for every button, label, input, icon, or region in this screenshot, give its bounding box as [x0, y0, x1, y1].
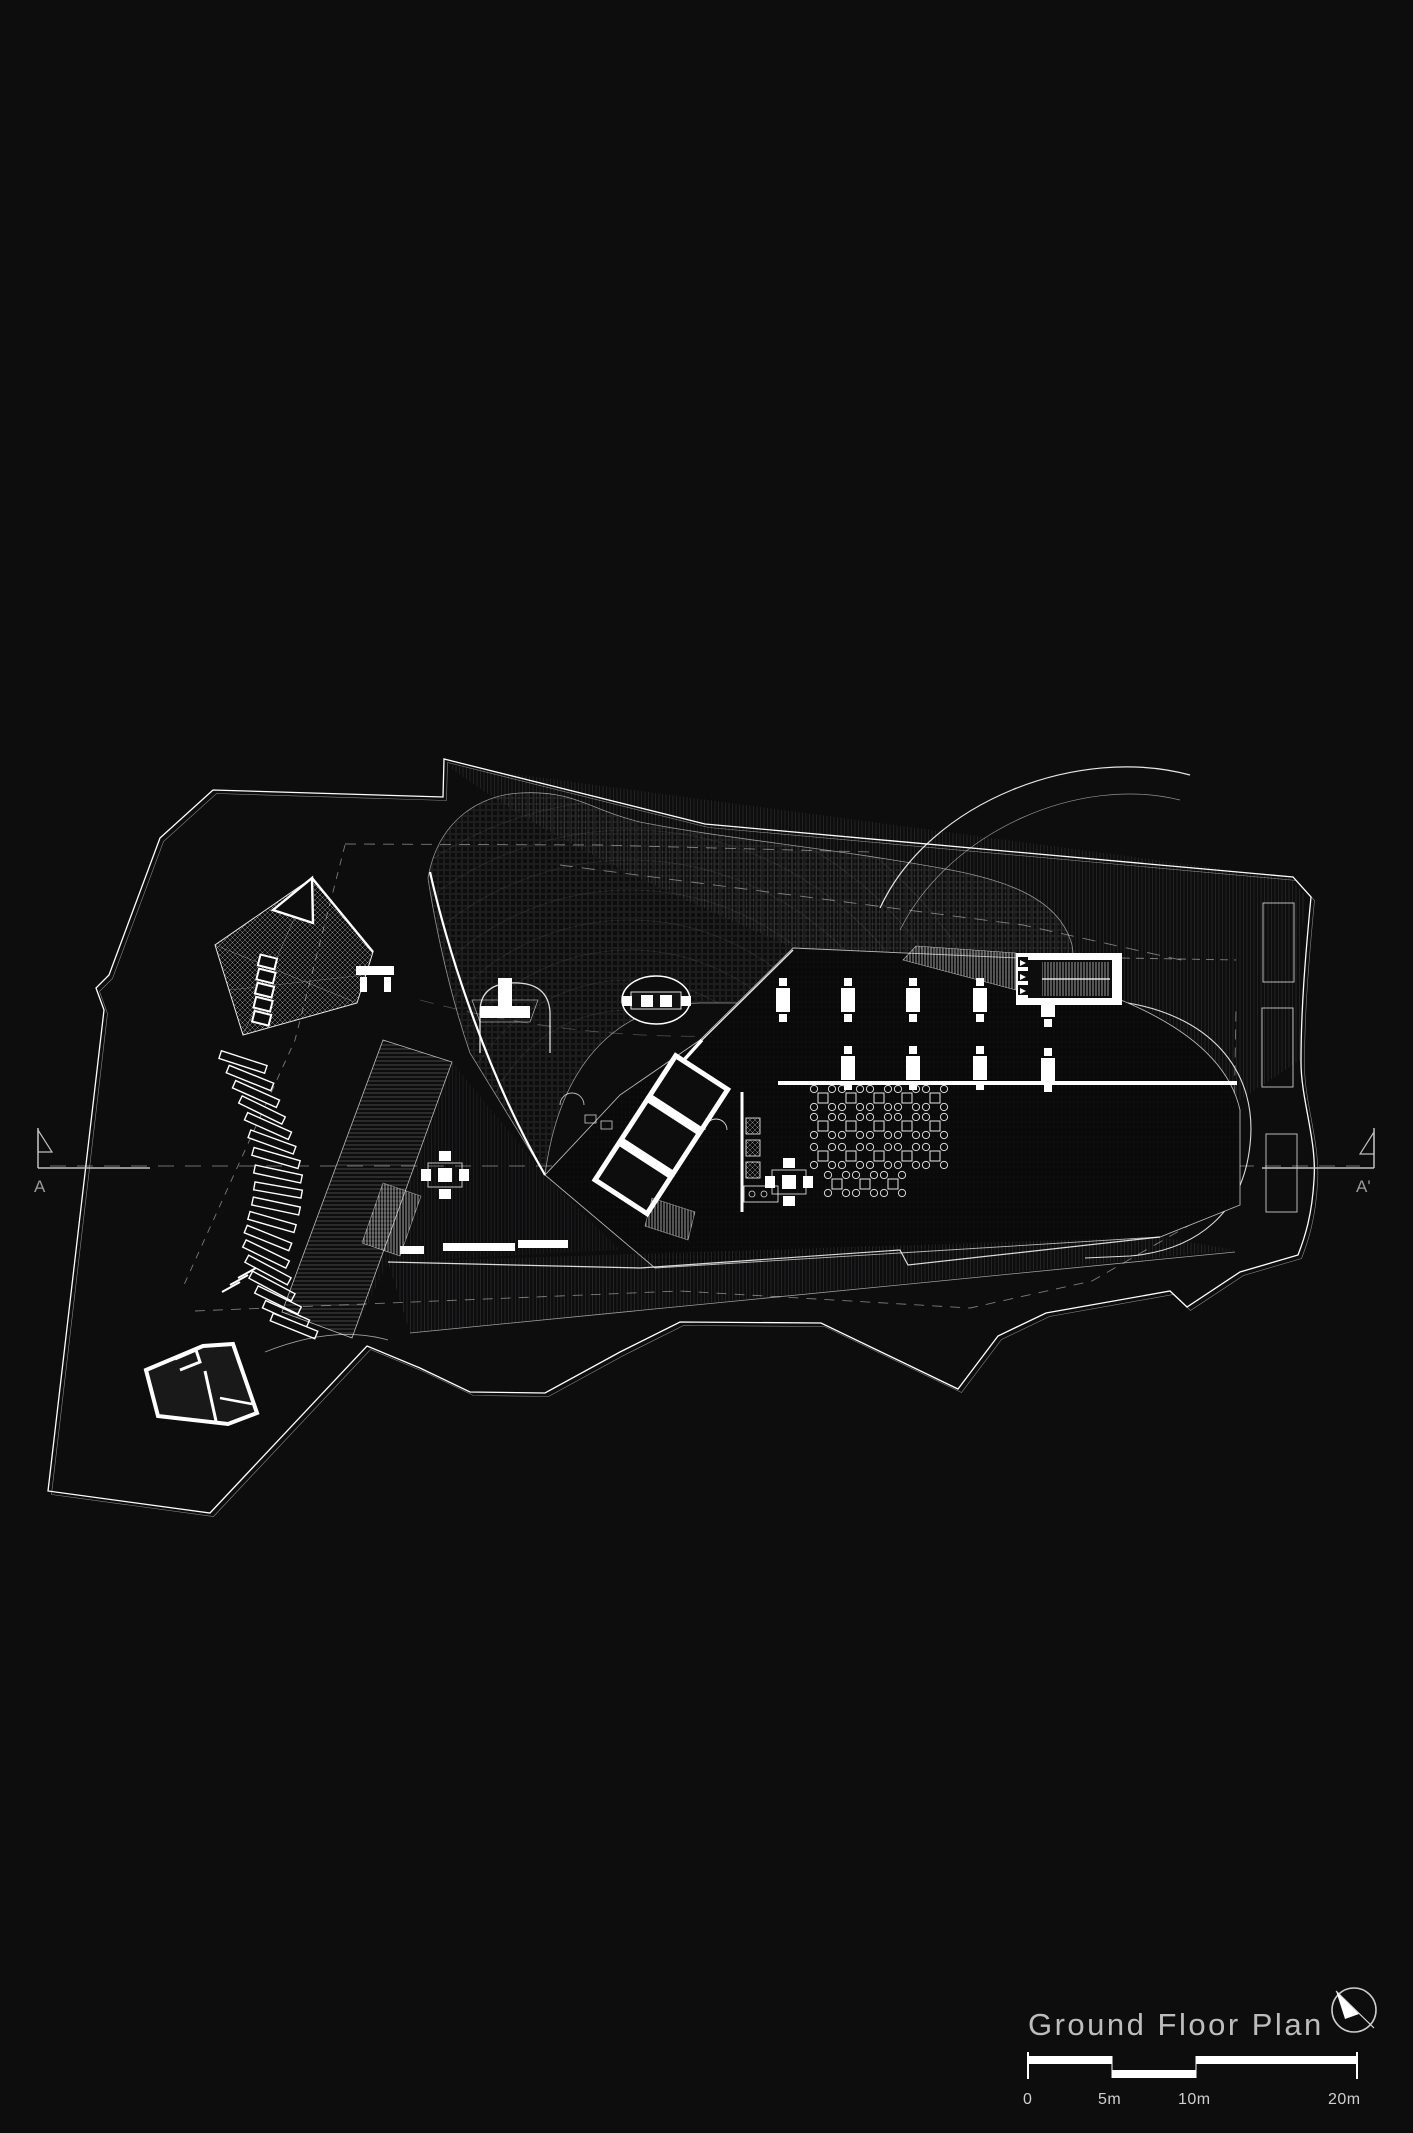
stair-gallery [644, 1197, 696, 1241]
terrace-steps [218, 1049, 319, 1340]
road-curve-outer [879, 766, 1191, 909]
page-title: Ground Floor Plan [1028, 2007, 1324, 2042]
ramp-deck [281, 1039, 620, 1339]
bench [443, 1243, 515, 1251]
gallery-rooms [591, 1052, 732, 1218]
pavilion-stair [250, 953, 279, 1027]
scale-bar: 0 5m 10m 20m [1023, 2052, 1361, 2108]
scale-label-20m: 20m [1328, 2091, 1361, 2108]
plaza-retaining-wall [428, 871, 546, 1176]
section-marker-left: A [34, 1127, 150, 1196]
main-building [361, 947, 1241, 1269]
entry-stair-box [902, 945, 1122, 1005]
bench [518, 1240, 568, 1248]
entry-road [447, 765, 1305, 1100]
scale-label-5m: 5m [1098, 2091, 1121, 2108]
plaza-bench-west [356, 966, 394, 992]
section-label-a-prime: A' [1356, 1177, 1371, 1196]
scale-label-0: 0 [1023, 2091, 1032, 2108]
bench [400, 1246, 424, 1254]
site-boundary [47, 758, 1319, 1517]
lobby-furniture [559, 1092, 613, 1130]
pavilion-roof [214, 875, 374, 1036]
scale-label-10m: 10m [1178, 2091, 1211, 2108]
section-marker-right: A' [1262, 1128, 1375, 1196]
outbuilding [143, 1267, 389, 1427]
stair-west [361, 1182, 422, 1257]
kitchen-block [704, 1092, 779, 1212]
arched-planter [471, 978, 551, 1053]
pavilion-skylight [270, 875, 315, 925]
road-curve-inner [899, 793, 1181, 931]
roadside-planters [1261, 902, 1298, 1213]
ellipse-planter [621, 975, 691, 1025]
section-label-a: A [34, 1177, 46, 1196]
north-arrow-icon [1331, 1987, 1377, 2033]
outbuilding-steps [221, 1267, 257, 1293]
promenade [387, 1236, 1236, 1334]
title-block: Ground Floor Plan 0 5m 10m 20m [1023, 1987, 1377, 2108]
